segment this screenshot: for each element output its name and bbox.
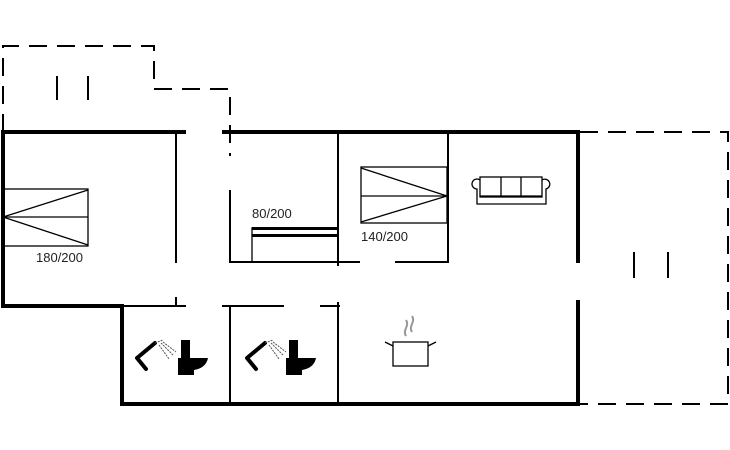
bed-single-80: 80/200 bbox=[251, 206, 339, 263]
cooking-pot-icon bbox=[384, 315, 437, 367]
shower-icon bbox=[245, 339, 287, 371]
bed-double-140: 140/200 bbox=[360, 166, 450, 244]
sofa-icon bbox=[471, 176, 551, 205]
toilet-icon bbox=[286, 340, 316, 375]
terraces-dashed bbox=[2, 45, 729, 405]
bed-double-180: 180/200 bbox=[0, 188, 89, 265]
toilet-icon bbox=[178, 340, 208, 375]
bed-size-label: 140/200 bbox=[361, 229, 408, 244]
bed-size-label: 180/200 bbox=[36, 250, 83, 265]
bed-size-label: 80/200 bbox=[252, 206, 292, 221]
bathroom-2-fixtures bbox=[245, 339, 316, 375]
bathroom-1-fixtures bbox=[135, 339, 208, 375]
shower-icon bbox=[135, 339, 177, 371]
inner-walls bbox=[122, 132, 449, 404]
